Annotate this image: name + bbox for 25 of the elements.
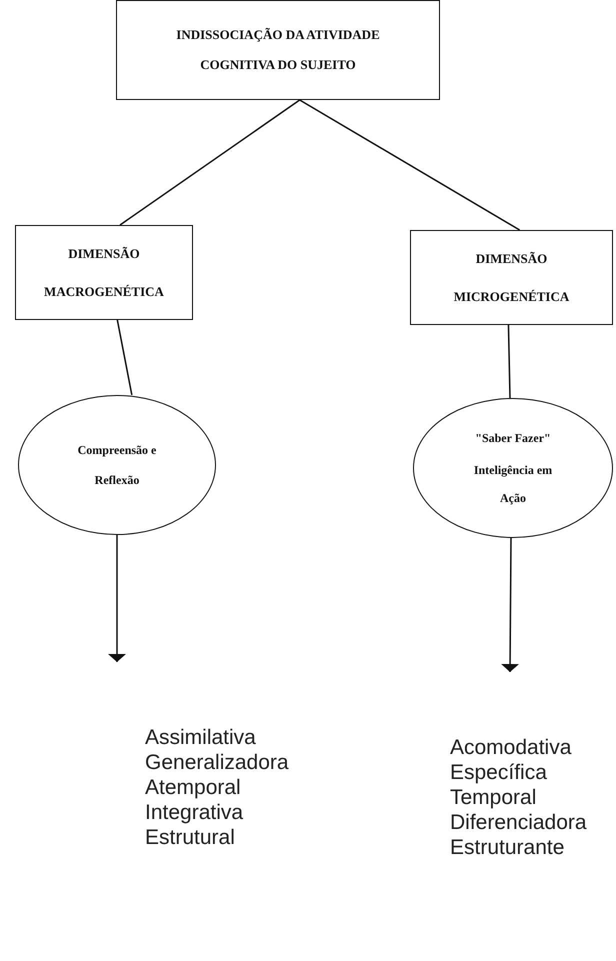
connector-line: [116, 320, 133, 396]
concept-box: [15, 225, 193, 320]
trait-word: Assimilativa: [145, 725, 256, 750]
ellipse-node: [18, 395, 216, 535]
connector-line: [299, 99, 520, 231]
node-label: INDISSOCIAÇÃO DA ATIVIDADE COGNITIVA DO SUJEITO: [175, 26, 381, 74]
trait-word: Específica: [450, 760, 547, 785]
trait-word: Integrativa: [145, 800, 244, 825]
concept-box: [410, 230, 613, 325]
node-label: Compreensão e Reflexão: [76, 442, 158, 489]
ellipse-node: [413, 398, 613, 538]
node-label: DIMENSÃO MICROGENÉTICA: [452, 250, 570, 306]
trait-word: Estruturante: [450, 835, 564, 860]
trait-word: Generalizadora: [145, 750, 289, 775]
connector-line: [120, 99, 300, 226]
trait-word: Atemporal: [145, 775, 241, 800]
node-label: DIMENSÃO MACROGENÉTICA: [43, 244, 165, 300]
connector-line: [508, 324, 511, 398]
trait-word: Temporal: [450, 785, 536, 810]
trait-word: Acomodativa: [450, 735, 572, 760]
trait-word: Estrutural: [145, 825, 235, 850]
trait-word: Diferenciadora: [450, 810, 587, 835]
concept-box: [116, 0, 440, 100]
node-label: "Saber Fazer": [474, 430, 552, 447]
node-label: Inteligência em Ação: [472, 462, 554, 507]
